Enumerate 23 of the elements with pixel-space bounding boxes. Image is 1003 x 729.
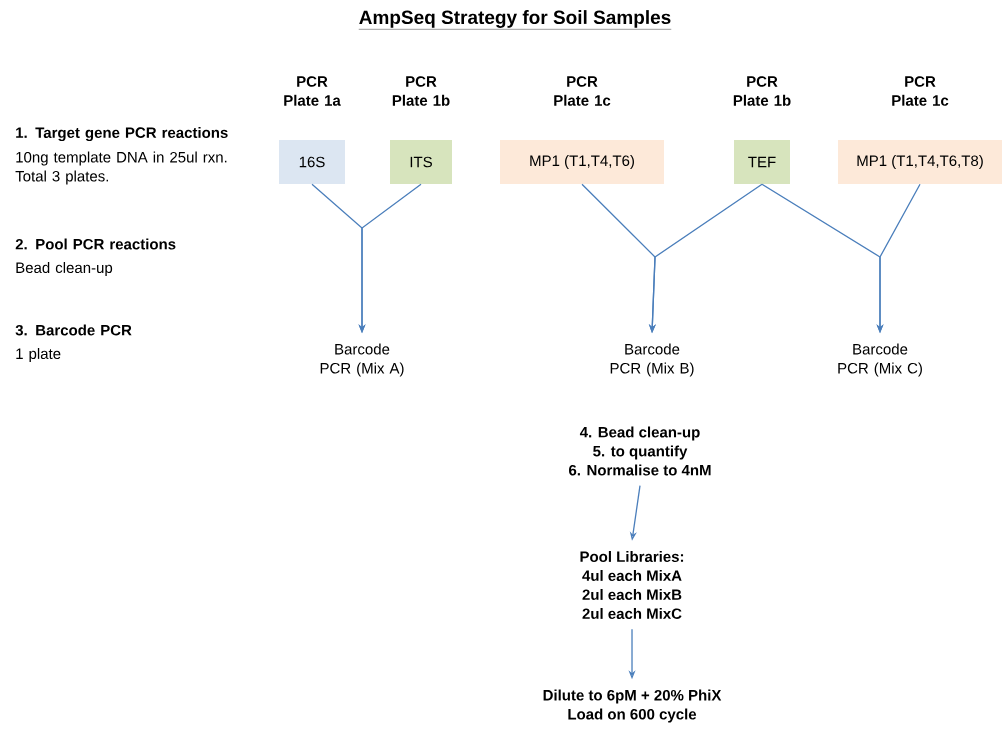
sample-box: 16S [279,140,345,184]
plate-heading: PCR Plate 1b [392,76,450,106]
plate-heading: PCR Plate 1c [892,76,949,106]
step-label: 2. Pool PCR reactions [15,238,176,250]
sample-box: TEF [734,140,790,184]
step-text: 4. Bead clean-up 5. to quantify 6. Normalise to 4nM [569,426,711,476]
pcr-text: Barcode PCR (Mix C) [838,343,922,377]
step-label: 3. Barcode PCR [15,324,132,336]
sample-box: ITS [390,140,452,184]
step-text: Dilute to 6pM + 20% PhiX Load on 600 cycle [543,689,722,723]
plate-heading: PCR Plate 1c [554,76,611,106]
pcr-text: Barcode PCR (Mix A) [320,343,404,377]
step-label: 1 plate [16,348,61,362]
step-label: Bead clean-up [16,262,113,276]
sample-box: MP1 (T1,T4,T6,T8) [838,140,1002,184]
plate-heading: PCR Plate 1b [733,76,791,106]
title: AmpSeq Strategy for Soil Samples [358,10,672,30]
step-label: 10ng template DNA in 25ul rxn. Total 3 plates. [15,151,227,185]
plate-heading: PCR Plate 1a [284,76,341,106]
step-text: Pool Libraries: 4ul each MixA 2ul each MixB 2ul each MixC [580,551,684,619]
pcr-text: Barcode PCR (Mix B) [610,343,694,377]
step-label: 1. Target gene PCR reactions [16,127,228,142]
sample-box: MP1 (T1,T4,T6) [500,140,664,184]
